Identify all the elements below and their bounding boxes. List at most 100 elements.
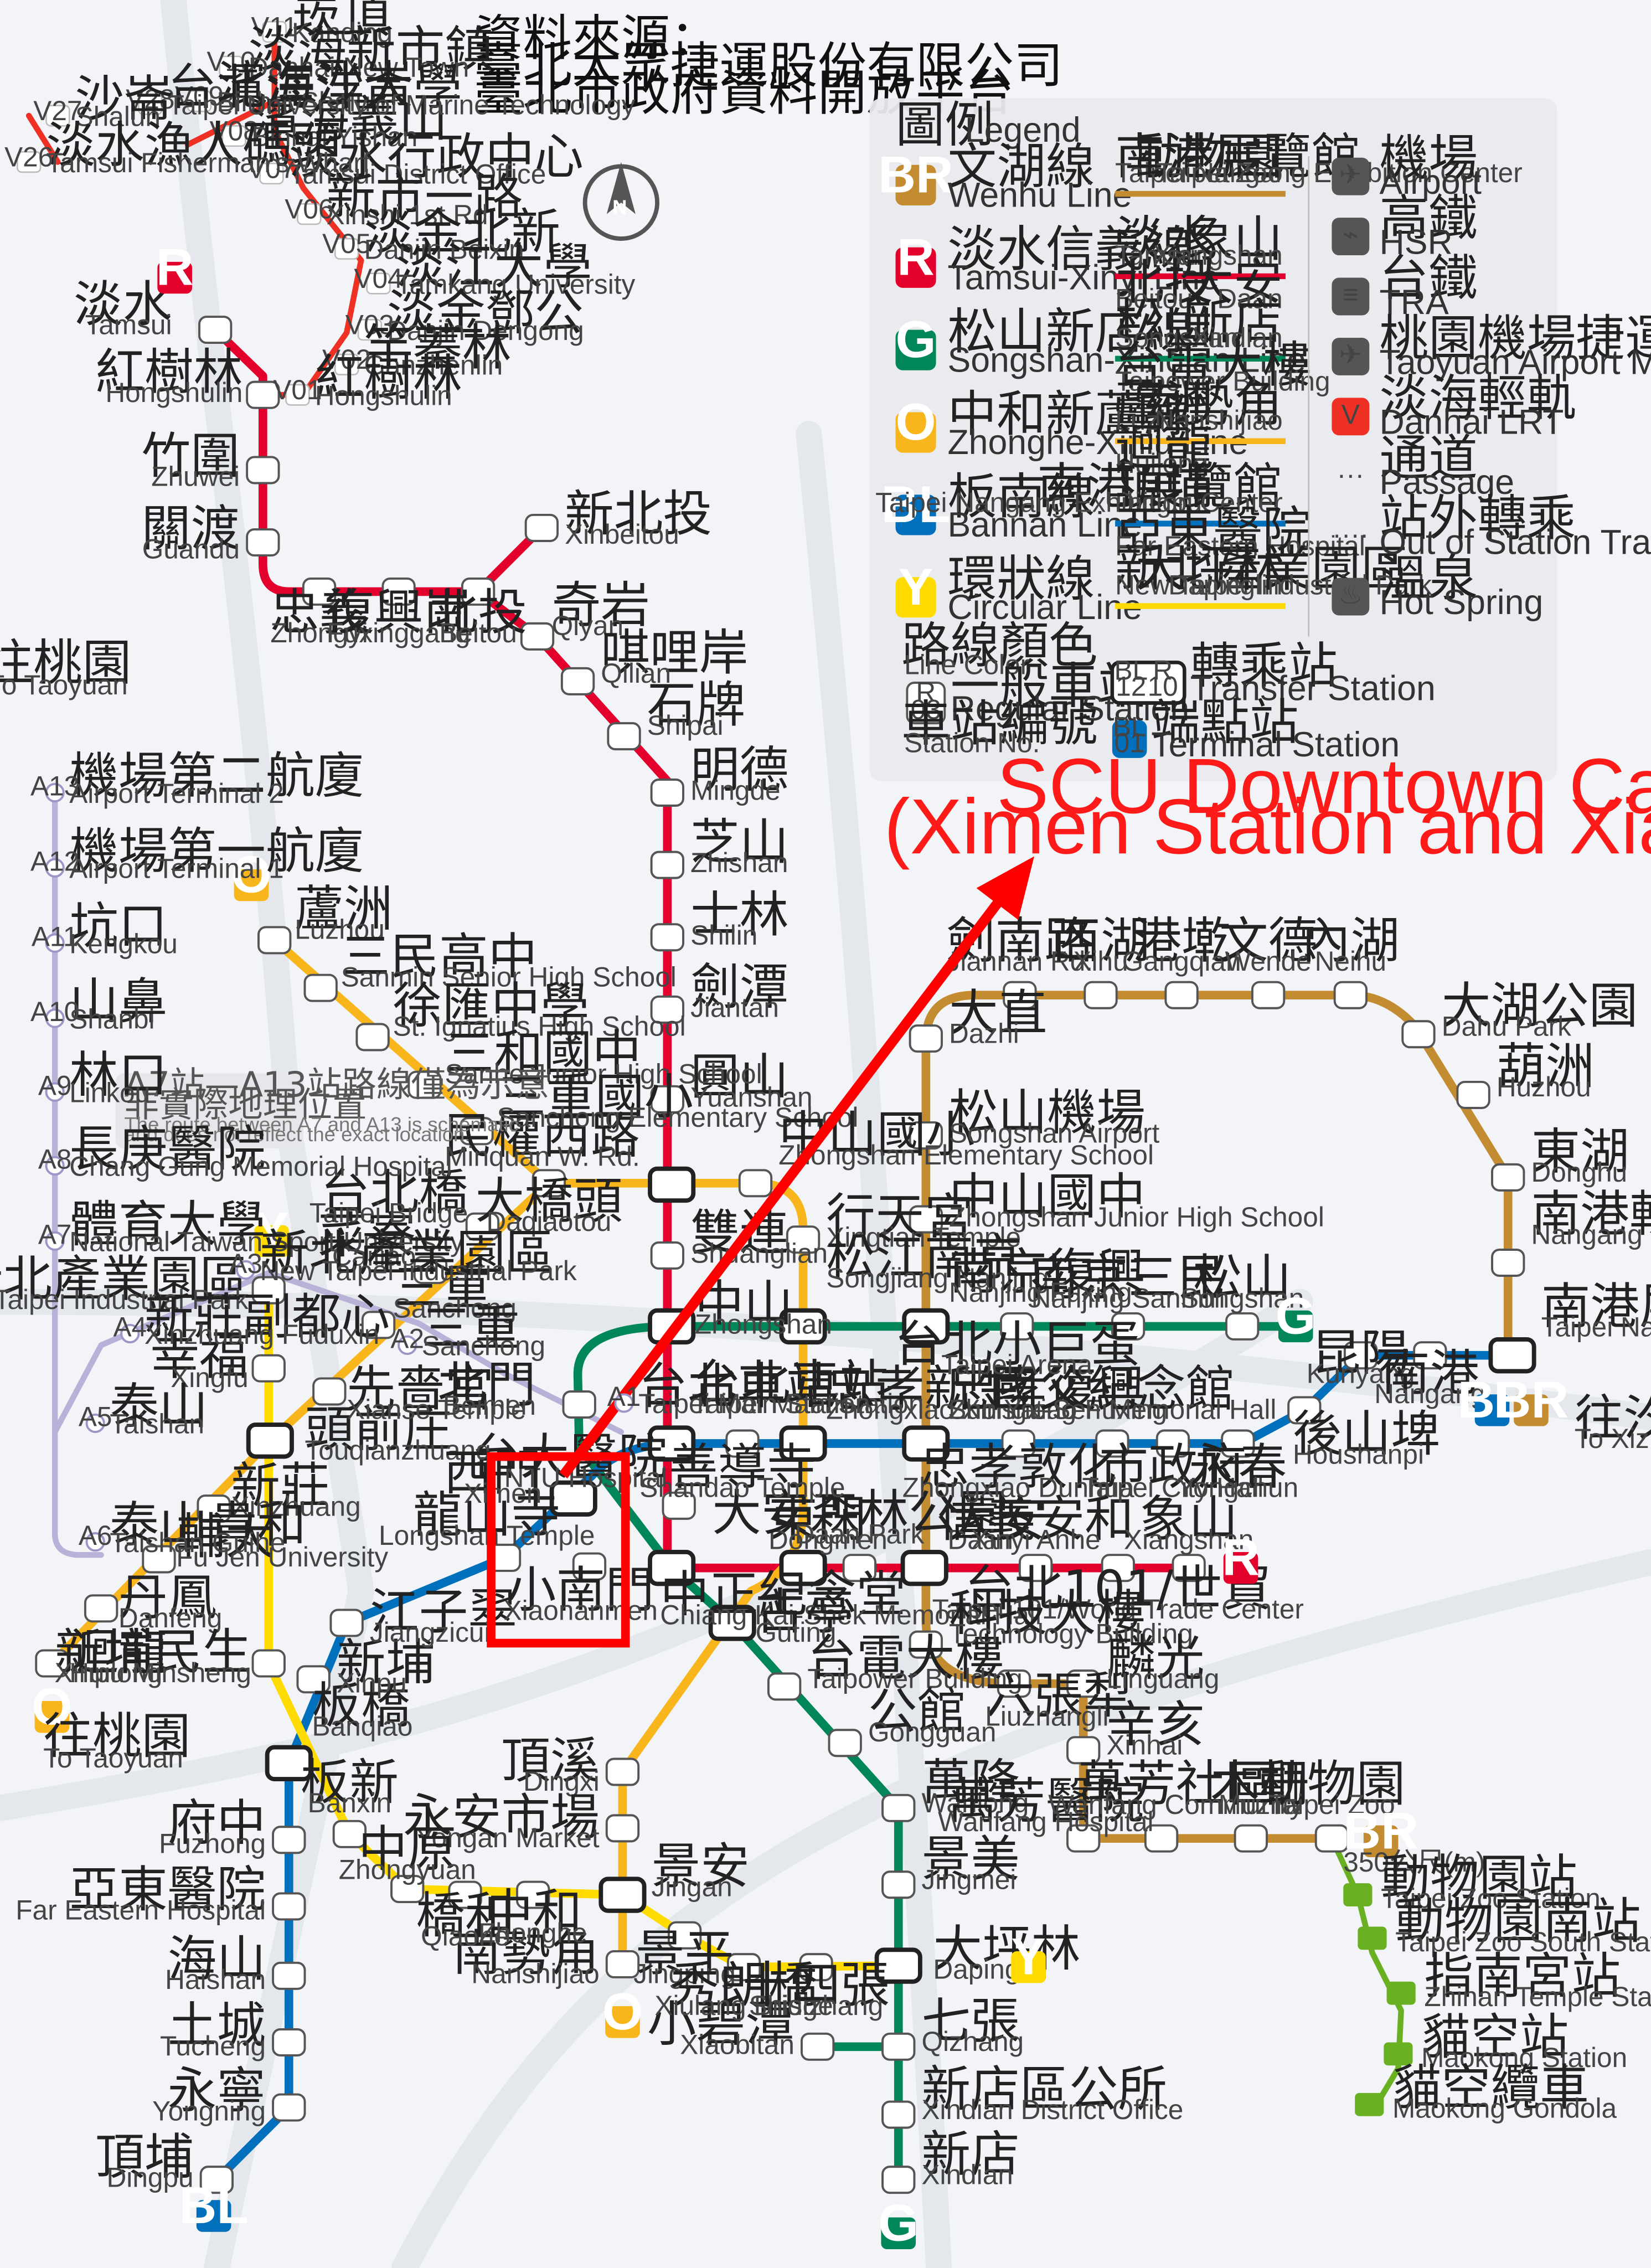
station-marker[interactable] bbox=[605, 1757, 640, 1786]
station-marker[interactable] bbox=[909, 1024, 943, 1053]
station-marker[interactable] bbox=[997, 1669, 1031, 1698]
danhai-station-marker[interactable] bbox=[297, 203, 322, 225]
station-marker[interactable] bbox=[251, 1276, 286, 1305]
airport-mrt-station-marker[interactable] bbox=[45, 782, 65, 803]
station-marker[interactable] bbox=[1287, 1396, 1322, 1425]
station-marker[interactable] bbox=[800, 2032, 835, 2061]
station-marker[interactable] bbox=[648, 1425, 696, 1462]
station-marker[interactable] bbox=[355, 1023, 390, 1051]
station-marker[interactable] bbox=[1000, 1312, 1034, 1341]
station-marker[interactable] bbox=[667, 1921, 702, 1950]
station-marker[interactable] bbox=[650, 850, 684, 879]
station-marker[interactable] bbox=[312, 1377, 347, 1406]
station-marker[interactable] bbox=[1095, 1429, 1129, 1458]
station-marker[interactable] bbox=[909, 1205, 943, 1234]
danhai-station-marker[interactable] bbox=[17, 151, 42, 173]
station-marker[interactable] bbox=[1251, 981, 1286, 1009]
station-marker[interactable] bbox=[560, 667, 595, 695]
station-marker[interactable] bbox=[390, 1875, 425, 1904]
station-marker[interactable] bbox=[599, 1877, 647, 1913]
station-marker[interactable] bbox=[1066, 1736, 1101, 1765]
station-marker[interactable] bbox=[520, 622, 555, 651]
station-marker[interactable] bbox=[650, 923, 684, 952]
station-marker[interactable] bbox=[272, 2028, 306, 2056]
station-marker[interactable] bbox=[272, 1961, 306, 1990]
station-marker[interactable] bbox=[650, 1085, 684, 1114]
station-marker[interactable] bbox=[246, 456, 280, 484]
station-marker[interactable] bbox=[662, 1491, 696, 1520]
station-marker[interactable] bbox=[465, 1212, 500, 1241]
station-marker[interactable] bbox=[332, 1819, 367, 1848]
station-marker[interactable] bbox=[197, 1494, 231, 1523]
danhai-station-marker[interactable] bbox=[221, 125, 246, 147]
station-marker[interactable] bbox=[1084, 981, 1118, 1009]
station-marker[interactable] bbox=[648, 1166, 696, 1203]
station-marker[interactable] bbox=[302, 577, 337, 606]
station-marker[interactable] bbox=[361, 1311, 396, 1339]
station-marker[interactable] bbox=[874, 1947, 922, 1984]
airport-mrt-station-marker[interactable] bbox=[235, 1260, 256, 1280]
danhai-station-marker[interactable] bbox=[187, 90, 212, 112]
station-marker[interactable] bbox=[607, 722, 641, 751]
airport-mrt-station-marker[interactable] bbox=[45, 933, 65, 953]
station-marker[interactable] bbox=[142, 1545, 176, 1574]
danhai-station-marker[interactable] bbox=[334, 238, 359, 260]
danhai-station-marker[interactable] bbox=[45, 105, 70, 127]
airport-mrt-station-marker[interactable] bbox=[614, 1393, 634, 1413]
station-marker[interactable] bbox=[1144, 1824, 1179, 1853]
station-marker[interactable] bbox=[1221, 1429, 1255, 1458]
station-marker[interactable] bbox=[1488, 1337, 1536, 1374]
station-marker[interactable] bbox=[842, 1554, 876, 1583]
station-marker[interactable] bbox=[1225, 1312, 1260, 1341]
station-marker[interactable] bbox=[779, 1308, 827, 1345]
station-marker[interactable] bbox=[881, 1793, 916, 1822]
station-marker[interactable] bbox=[1401, 1020, 1436, 1049]
station-marker[interactable] bbox=[562, 1390, 596, 1419]
station-marker[interactable] bbox=[1111, 1312, 1146, 1341]
station-marker[interactable] bbox=[246, 380, 280, 409]
station-marker[interactable] bbox=[828, 1729, 862, 1757]
danhai-station-marker[interactable] bbox=[334, 353, 359, 375]
station-marker[interactable] bbox=[650, 779, 684, 807]
station-marker[interactable] bbox=[1343, 1341, 1378, 1370]
station-marker[interactable] bbox=[303, 973, 338, 1002]
station-marker[interactable] bbox=[909, 1121, 943, 1150]
station-marker[interactable] bbox=[516, 1880, 550, 1909]
station-marker[interactable] bbox=[1003, 981, 1037, 1009]
station-marker[interactable] bbox=[786, 1225, 821, 1254]
station-marker[interactable] bbox=[881, 2166, 916, 2194]
danhai-station-marker[interactable] bbox=[262, 20, 287, 43]
station-marker[interactable] bbox=[524, 513, 559, 542]
station-marker[interactable] bbox=[648, 1550, 696, 1586]
airport-mrt-station-marker[interactable] bbox=[45, 1008, 65, 1028]
station-marker[interactable] bbox=[246, 528, 280, 557]
station-marker[interactable] bbox=[1491, 1163, 1525, 1192]
station-marker[interactable] bbox=[265, 1745, 313, 1781]
station-marker[interactable] bbox=[84, 1594, 118, 1623]
station-marker[interactable] bbox=[605, 1950, 640, 1978]
station-marker[interactable] bbox=[272, 1892, 306, 1921]
station-marker[interactable] bbox=[650, 995, 684, 1024]
station-marker[interactable] bbox=[407, 1070, 442, 1099]
danhai-station-marker[interactable] bbox=[366, 272, 391, 295]
station-marker[interactable] bbox=[708, 1605, 756, 1641]
station-marker[interactable] bbox=[1066, 1669, 1101, 1698]
station-marker[interactable] bbox=[329, 1609, 364, 1637]
station-marker[interactable] bbox=[413, 1256, 448, 1285]
station-marker[interactable] bbox=[779, 1425, 827, 1462]
station-marker[interactable] bbox=[902, 1308, 950, 1345]
station-marker[interactable] bbox=[257, 926, 292, 955]
station-marker[interactable] bbox=[272, 2093, 306, 2122]
station-marker[interactable] bbox=[1333, 981, 1368, 1009]
station-marker[interactable] bbox=[909, 1630, 943, 1659]
danhai-station-marker[interactable] bbox=[357, 319, 383, 341]
station-marker[interactable] bbox=[532, 1169, 566, 1198]
station-marker[interactable] bbox=[381, 577, 416, 606]
station-marker[interactable] bbox=[251, 1649, 286, 1678]
station-marker[interactable] bbox=[881, 2100, 916, 2129]
airport-mrt-station-marker[interactable] bbox=[85, 1532, 105, 1552]
station-marker[interactable] bbox=[799, 1953, 833, 1982]
station-marker[interactable] bbox=[198, 316, 233, 344]
station-marker[interactable] bbox=[35, 1649, 69, 1678]
airport-mrt-station-marker[interactable] bbox=[398, 1335, 417, 1355]
